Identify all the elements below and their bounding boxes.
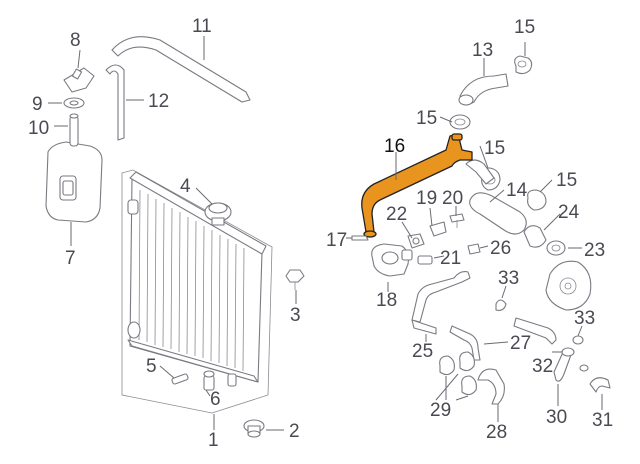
- sensor-part-21[interactable]: [417, 255, 433, 265]
- callout-23: 23: [584, 240, 605, 261]
- callout-2: 2: [289, 421, 300, 442]
- callout-29: 29: [430, 400, 451, 421]
- reservoir-cap-part[interactable]: [63, 67, 95, 93]
- callout-17: 17: [326, 230, 347, 251]
- callout-15-right: 15: [556, 170, 577, 191]
- clamp-part-29c[interactable]: [461, 375, 477, 396]
- thermostat-part-24[interactable]: [523, 225, 547, 248]
- callout-32: 32: [532, 356, 553, 377]
- fitting-part-6[interactable]: [203, 370, 215, 391]
- washer-part[interactable]: [63, 97, 85, 109]
- hose-part-31[interactable]: [589, 377, 611, 393]
- callout-3: 3: [290, 305, 301, 326]
- fitting-part-5[interactable]: [171, 373, 189, 385]
- upper-hose-part-13[interactable]: [458, 73, 509, 106]
- callout-31: 31: [592, 410, 613, 431]
- water-pump-housing-part[interactable]: [545, 260, 592, 311]
- clamp-part-29b[interactable]: [459, 351, 475, 372]
- callout-19: 19: [416, 188, 437, 209]
- bolt-part-17[interactable]: [351, 235, 369, 241]
- callout-9: 9: [32, 94, 43, 115]
- bypass-pipe-part-25[interactable]: [411, 271, 471, 335]
- radiator-cap-part[interactable]: [204, 202, 232, 226]
- callout-13: 13: [472, 40, 493, 61]
- hose-part-28[interactable]: [477, 368, 505, 405]
- callout-1: 1: [208, 430, 219, 451]
- leader-lines: [48, 36, 603, 431]
- callout-15-top: 15: [514, 17, 535, 38]
- bolt-part-20[interactable]: [449, 213, 465, 228]
- callout-33-right: 33: [574, 308, 595, 329]
- callout-27: 27: [510, 333, 531, 354]
- reservoir-tank-part[interactable]: [45, 141, 103, 223]
- callout-18: 18: [376, 290, 397, 311]
- callout-10: 10: [28, 118, 49, 139]
- callout-12: 12: [148, 91, 169, 112]
- callout-4: 4: [180, 176, 191, 197]
- callout-21: 21: [440, 248, 461, 269]
- callout-28: 28: [486, 422, 507, 443]
- callout-22: 22: [386, 204, 407, 225]
- callout-33-left: 33: [498, 268, 519, 289]
- bolt-part-3[interactable]: [285, 269, 305, 290]
- pipe-part-30[interactable]: [513, 317, 573, 382]
- clamp-part-33b[interactable]: [572, 335, 589, 372]
- clamp-part-33a[interactable]: [495, 299, 507, 311]
- radiator-part[interactable]: [121, 169, 273, 414]
- callout-8: 8: [70, 30, 81, 51]
- lower-hose-part-14[interactable]: [465, 159, 527, 235]
- callout-24: 24: [558, 202, 580, 223]
- callout-30: 30: [546, 407, 567, 428]
- water-pipe-part-16-highlighted[interactable]: [361, 133, 473, 238]
- gasket-part-23[interactable]: [546, 240, 566, 256]
- fitting-part-19[interactable]: [429, 221, 447, 237]
- clamp-part-32[interactable]: [561, 347, 575, 357]
- drain-plug-part[interactable]: [243, 419, 265, 438]
- callout-20: 20: [442, 188, 463, 209]
- callout-25: 25: [412, 341, 433, 362]
- callout-15-mid: 15: [484, 138, 505, 159]
- bolt-part-26[interactable]: [467, 243, 481, 255]
- reservoir-hose-part-12[interactable]: [105, 64, 125, 141]
- overflow-hose-part-11[interactable]: [111, 36, 251, 103]
- hose-clamp-part-15d[interactable]: [527, 189, 547, 211]
- thermostat-housing-part-18[interactable]: [371, 243, 413, 277]
- callout-26: 26: [490, 238, 511, 259]
- clamp-part-29a[interactable]: [439, 355, 455, 376]
- hose-clamp-part-15b[interactable]: [449, 114, 471, 130]
- hose-clamp-part-15a[interactable]: [514, 55, 533, 75]
- callout-11: 11: [192, 16, 212, 37]
- reservoir-neck-part[interactable]: [69, 113, 79, 147]
- callout-labels: 1 2 3 4 5 6 7 8 9 10 11 12 13 14 15 15 1…: [28, 16, 613, 451]
- callout-16-highlighted: 16: [384, 136, 405, 157]
- callout-15-left: 15: [416, 108, 437, 129]
- callout-5: 5: [146, 356, 157, 377]
- callout-7: 7: [65, 248, 76, 269]
- callout-14: 14: [506, 180, 528, 201]
- callout-6: 6: [210, 389, 221, 410]
